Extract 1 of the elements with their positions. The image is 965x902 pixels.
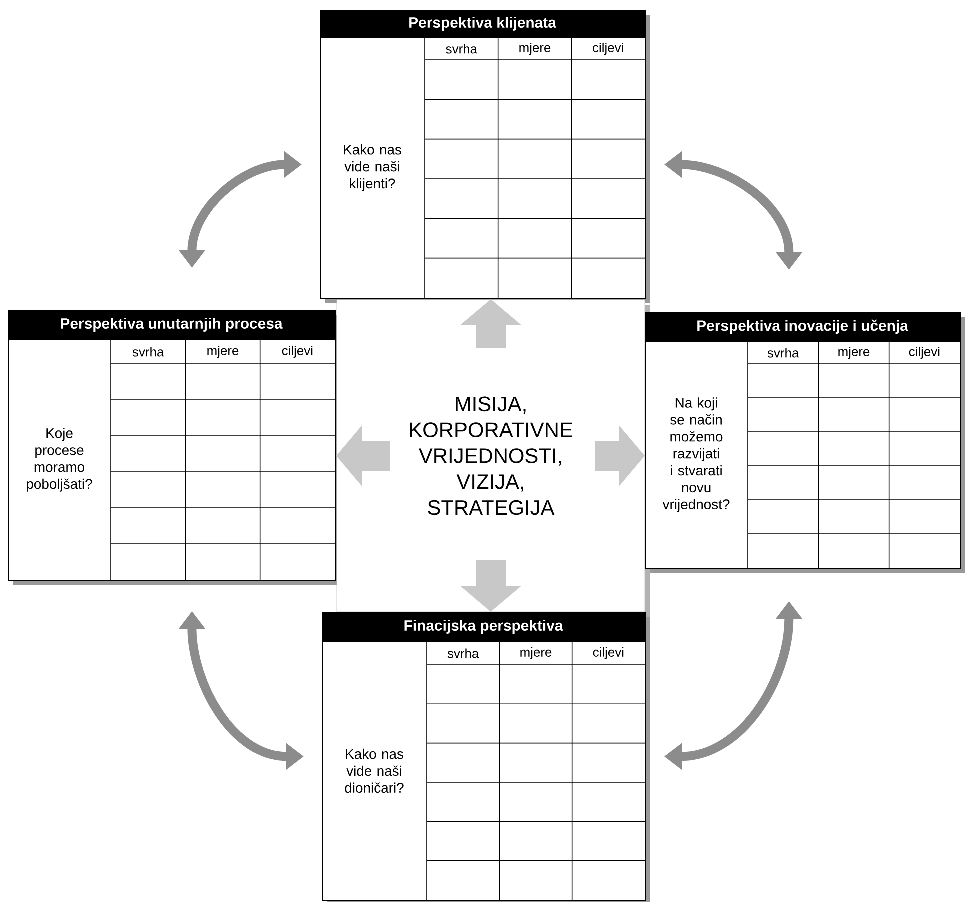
mission-panel: MISIJA, KORPORATIVNE VRIJEDNOSTI, VIZIJA, STRATEGIJA [336,300,650,617]
